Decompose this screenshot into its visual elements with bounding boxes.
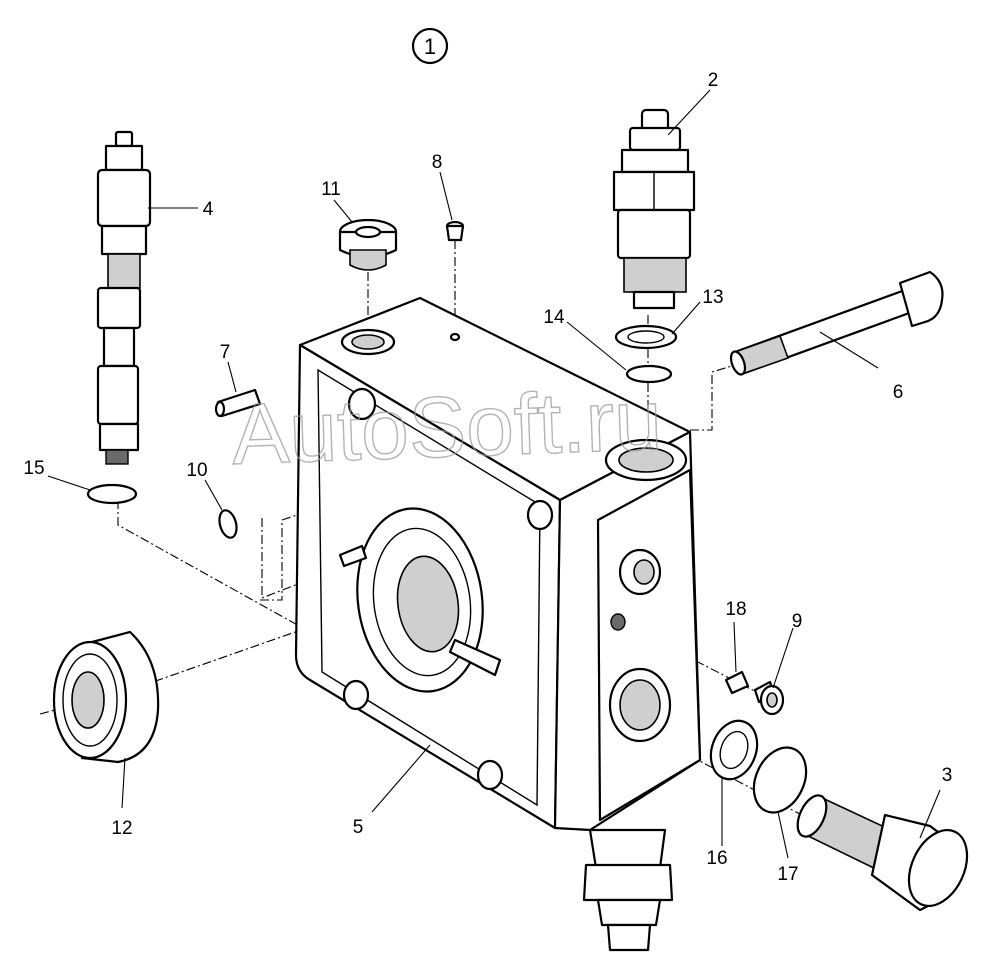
callout-7: 7 (220, 342, 231, 363)
callout-14: 14 (543, 307, 565, 328)
small-screw (445, 220, 465, 242)
sealing-washer-13 (614, 324, 678, 350)
callout-11: 11 (321, 179, 341, 200)
o-ring-10 (218, 509, 238, 539)
callout-8: 8 (432, 152, 443, 173)
diagram-number-circle (411, 27, 449, 65)
o-ring-14 (625, 364, 673, 384)
diagram-number: 1 (424, 34, 436, 59)
callout-10: 10 (186, 460, 207, 481)
o-ring-15 (86, 483, 138, 505)
callout-18: 18 (725, 599, 746, 620)
long-bolt (729, 270, 944, 376)
callout-6: 6 (893, 382, 904, 403)
callout-16: 16 (706, 848, 727, 869)
o-ring-17 (752, 746, 808, 814)
callout-15: 15 (23, 458, 44, 479)
relief-valve-cartridge (96, 130, 152, 465)
set-screw-18 (724, 670, 750, 695)
callout-5: 5 (353, 817, 364, 838)
valve-housing-block (294, 296, 702, 952)
svg-text:AutoSoft.ru: AutoSoft.ru (230, 372, 663, 483)
plug (338, 218, 398, 271)
callout-13: 13 (702, 287, 723, 308)
callout-labels: 2 3 4 5 6 7 8 9 10 11 12 13 14 15 16 17 … (23, 70, 952, 885)
callout-12: 12 (111, 818, 132, 839)
dowel-pin (214, 388, 262, 418)
callout-2: 2 (708, 70, 719, 91)
callout-3: 3 (942, 765, 953, 786)
plug-screw (753, 680, 785, 716)
roller-bearing (52, 630, 160, 764)
leader-lines (47, 89, 941, 859)
pressure-valve-cartridge (612, 108, 696, 310)
callout-9: 9 (792, 611, 803, 632)
watermark: AutoSoft.ru (229, 371, 664, 483)
check-valve-cartridge (796, 794, 969, 912)
callout-4: 4 (203, 199, 214, 220)
callout-17: 17 (777, 864, 798, 885)
